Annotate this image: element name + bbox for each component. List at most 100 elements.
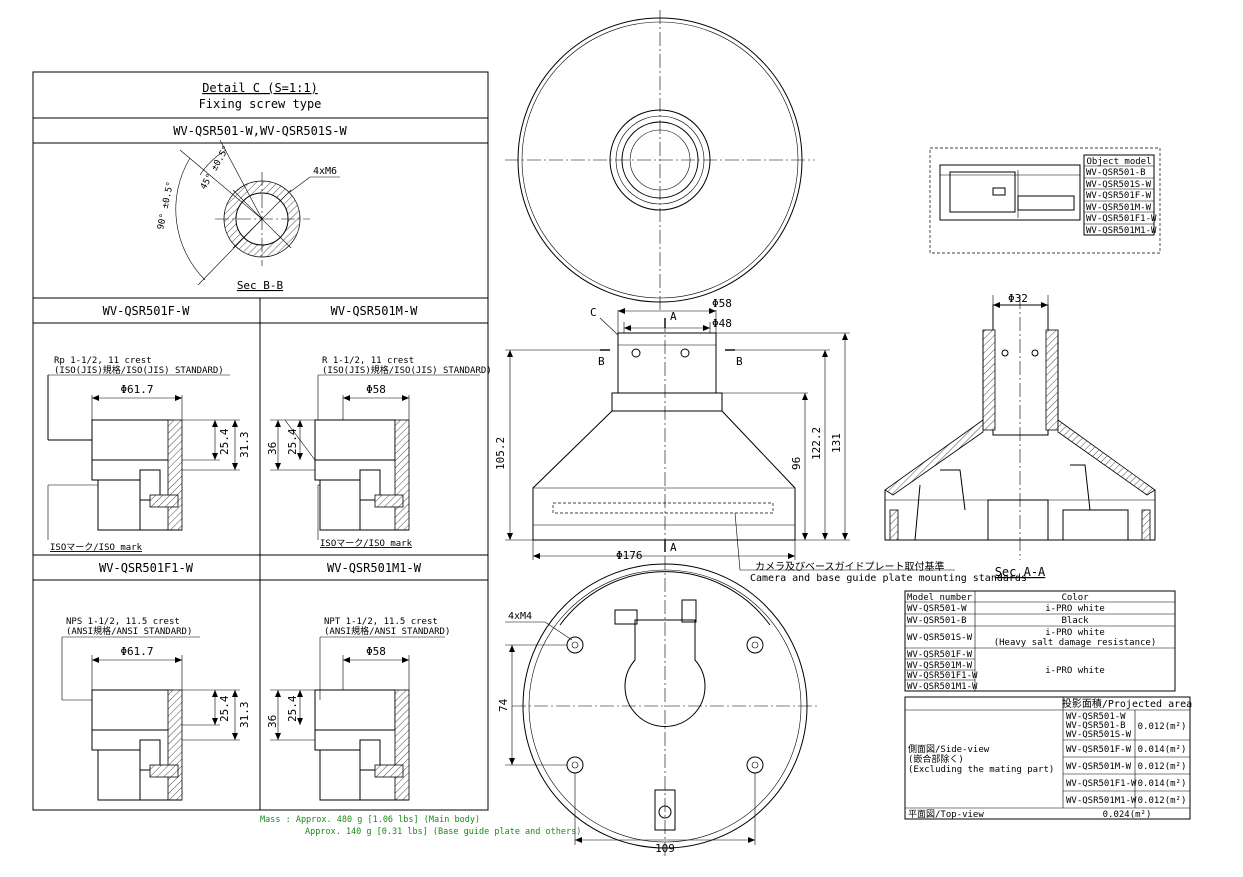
mark-f: ISOマーク/ISO mark	[50, 542, 143, 553]
d32-label: Φ32	[1008, 292, 1028, 305]
h74-label: 74	[497, 698, 510, 712]
sec-bb-label: Sec B-B	[237, 279, 284, 292]
cell-header-m: WV-QSR501M-W	[331, 304, 418, 318]
thread-f1-2: (ANSI規格/ANSI STANDARD)	[66, 625, 192, 637]
color-table	[904, 590, 1176, 692]
area-model: WV-QSR501F-W	[1066, 745, 1132, 755]
area-value: 0.012(m²)	[1138, 762, 1187, 772]
color-h-color: Color	[1061, 593, 1089, 603]
d1-f1: 25.4	[218, 695, 231, 722]
detail-section-header: WV-QSR501-W,WV-QSR501S-W	[173, 124, 347, 138]
screw-m4-label: 4xM4	[508, 611, 532, 622]
angle-90-label: 90° ±0.5°	[156, 181, 176, 231]
object-model-header: Object model	[1086, 157, 1151, 167]
color-r4-color: i-PRO white	[1045, 666, 1105, 676]
area-side-1: 側面図/Side-view	[908, 743, 990, 755]
color-r2-model: WV-QSR501-B	[907, 616, 967, 626]
h105-label: 105.2	[494, 437, 507, 470]
mass-line-2: Approx. 140 g [0.31 lbs] (Base guide pla…	[305, 827, 581, 837]
area-model: WV-QSR501F1-W	[1066, 779, 1137, 789]
fitting-f-drawing	[47, 374, 240, 540]
area-value: 0.014(m²)	[1138, 745, 1187, 755]
area-model: WV-QSR501S-W	[1066, 730, 1132, 740]
object-model-item: WV-QSR501M-W	[1086, 203, 1152, 213]
a-bottom-label: A	[670, 541, 677, 554]
dia-f1: Φ61.7	[120, 645, 153, 658]
color-r1-color: i-PRO white	[1045, 604, 1105, 614]
d48-label: Φ48	[712, 317, 732, 330]
color-r3-model: WV-QSR501S-W	[907, 633, 973, 643]
screw-m6-label: 4xM6	[313, 166, 337, 177]
object-model-item: WV-QSR501F-W	[1086, 191, 1152, 201]
area-top-value: 0.024(m²)	[1103, 810, 1152, 820]
mount-note-2: Camera and base guide plate mounting sta…	[750, 573, 1027, 584]
d176-label: Φ176	[616, 549, 643, 562]
thread-f-1: Rp 1-1/2, 11 crest	[54, 356, 152, 366]
sec-bb-drawing	[175, 139, 340, 286]
color-r4-model: WV-QSR501M-W	[907, 661, 973, 671]
color-h-model: Model number	[907, 593, 973, 603]
detail-c-panel: Detail C (S=1:1) Fixing screw type WV-QS…	[32, 71, 492, 811]
cell-header-m1: WV-QSR501M1-W	[327, 561, 422, 575]
dia-f: Φ61.7	[120, 383, 153, 396]
thread-m1-2: (ANSI規格/ANSI STANDARD)	[324, 625, 450, 637]
d1-f: 25.4	[218, 428, 231, 455]
d58-label: Φ58	[712, 297, 732, 310]
d2-m: 36	[266, 442, 279, 455]
area-value: 0.014(m²)	[1138, 779, 1187, 789]
mass-line-1: Mass : Approx. 480 g [1.06 lbs] (Main bo…	[260, 815, 480, 825]
mark-m: ISOマーク/ISO mark	[320, 538, 413, 549]
area-model: WV-QSR501-B	[1066, 721, 1126, 731]
detail-title: Detail C (S=1:1)	[202, 81, 318, 95]
object-model-item: WV-QSR501M1-W	[1086, 226, 1157, 236]
dia-m1: Φ58	[366, 645, 386, 658]
thread-m1-1: NPT 1-1/2, 11.5 crest	[324, 617, 438, 627]
color-r3-color2: (Heavy salt damage resistance)	[994, 638, 1157, 648]
thread-f1-1: NPS 1-1/2, 11.5 crest	[66, 617, 180, 627]
object-model-item: WV-QSR501-B	[1086, 168, 1146, 178]
object-model-item: WV-QSR501S-W	[1086, 180, 1152, 190]
b-left-label: B	[598, 355, 605, 368]
side-view-drawing	[505, 308, 955, 571]
area-top: 平面図/Top-view	[908, 809, 984, 820]
d1-m: 25.4	[286, 428, 299, 455]
fitting-f1-drawing	[61, 636, 240, 801]
d1-m1: 25.4	[286, 695, 299, 722]
d2-m1: 36	[266, 715, 279, 728]
color-r3-color1: i-PRO white	[1045, 628, 1105, 638]
area-model: WV-QSR501-W	[1066, 712, 1126, 722]
fitting-m-drawing	[270, 374, 480, 540]
color-r2-color: Black	[1061, 616, 1089, 626]
a-top-label: A	[670, 310, 677, 323]
b-right-label: B	[736, 355, 743, 368]
angle-45-label: 45° ±0.5°	[199, 144, 232, 191]
color-r4-model: WV-QSR501F-W	[907, 650, 973, 660]
object-model-item: WV-QSR501F1-W	[1086, 214, 1157, 224]
area-side-3: (Excluding the mating part)	[908, 765, 1054, 775]
sec-aa-label: Sec A-A	[995, 565, 1046, 579]
thread-m-2: (ISO(JIS)規格/ISO(JIS) STANDARD)	[322, 364, 492, 376]
mount-note-1: カメラ及びベースガイドプレート取付基準	[755, 560, 945, 573]
w109-label: 109	[655, 842, 675, 855]
d2-f1: 31.3	[238, 702, 251, 729]
detail-subtitle: Fixing screw type	[199, 97, 322, 111]
h122-label: 122.2	[810, 427, 823, 460]
section-aa-drawing	[884, 295, 1156, 560]
fitting-m1-drawing	[270, 636, 445, 801]
h131-label: 131	[830, 433, 843, 453]
dia-m: Φ58	[366, 383, 386, 396]
top-view-drawing	[505, 10, 815, 310]
bottom-view-drawing	[505, 556, 818, 856]
area-model: WV-QSR501M1-W	[1066, 796, 1137, 806]
color-r1-model: WV-QSR501-W	[907, 604, 967, 614]
c-label: C	[590, 306, 597, 319]
area-model: WV-QSR501M-W	[1066, 762, 1132, 772]
d2-f: 31.3	[238, 432, 251, 459]
area-value: 0.012(m²)	[1138, 722, 1187, 732]
thread-f-2: (ISO(JIS)規格/ISO(JIS) STANDARD)	[54, 364, 224, 376]
color-r4-model: WV-QSR501M1-W	[907, 682, 978, 692]
cell-header-f1: WV-QSR501F1-W	[99, 561, 194, 575]
thread-m-1: R 1-1/2, 11 crest	[322, 356, 414, 366]
area-value: 0.012(m²)	[1138, 796, 1187, 806]
